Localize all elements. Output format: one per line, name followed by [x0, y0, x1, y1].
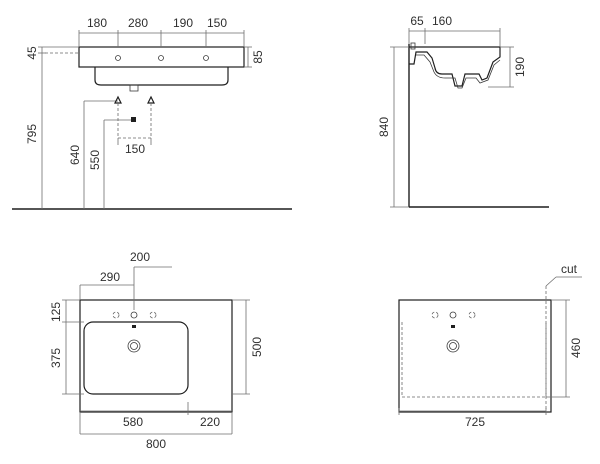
cut-drain-outer — [446, 339, 460, 353]
plan-right-dim: 500 — [250, 337, 264, 357]
plan-overflow — [132, 325, 136, 328]
side-view: 65 160 190 840 — [377, 14, 549, 208]
cut-label: cut — [561, 262, 578, 276]
plan-left-dim-1: 125 — [49, 302, 63, 322]
side-right-dim: 190 — [513, 57, 527, 77]
cut-overflow — [451, 325, 455, 328]
cut-bottom-dim: 725 — [465, 415, 485, 429]
plan-bottom-dim-2: 220 — [200, 415, 220, 429]
plan-tap-hole-right — [149, 311, 157, 319]
front-bottom-dim: 150 — [125, 142, 145, 156]
front-basin-bowl — [94, 67, 229, 86]
front-connection-box — [117, 103, 152, 139]
front-supply-dim: 640 — [68, 145, 82, 165]
plan-total-width: 800 — [146, 437, 166, 451]
front-top-dim-4: 150 — [207, 16, 227, 30]
plan-view: 200 290 125 375 500 580 220 800 — [49, 250, 264, 451]
front-right-dim: 85 — [251, 50, 265, 64]
cut-right-dim: 460 — [569, 338, 583, 358]
plan-drain-outer — [127, 339, 141, 353]
front-drain-point — [131, 117, 136, 122]
plan-bowl — [83, 321, 189, 395]
plan-tap-hole-center — [130, 311, 138, 319]
front-drain-dim: 550 — [88, 150, 102, 170]
front-tap-hole-center — [158, 55, 164, 61]
plan-drain-inner — [130, 342, 138, 350]
plan-top-dim-1: 200 — [130, 250, 150, 264]
side-top-dim-2: 160 — [432, 14, 452, 28]
front-tap-hole-left — [115, 55, 121, 61]
cut-tap-hole-right — [468, 311, 476, 319]
plan-top-dim-2: 290 — [100, 270, 120, 284]
cut-tap-hole-left — [431, 311, 439, 319]
front-top-dim-2: 280 — [128, 16, 148, 30]
plan-bottom-dim-1: 580 — [123, 415, 143, 429]
plan-left-dim-2: 375 — [49, 348, 63, 368]
cut-label-leader — [545, 276, 557, 287]
front-supply-valve-left — [114, 95, 122, 104]
plan-outline — [79, 299, 233, 413]
front-left-dim-45: 45 — [25, 46, 39, 60]
cut-drain-inner — [449, 342, 457, 350]
side-basin-inner — [416, 54, 501, 89]
side-top-dim-1: 65 — [410, 14, 424, 28]
front-basin-slab — [78, 46, 245, 68]
front-left-dim-795: 795 — [25, 124, 39, 144]
front-tap-hole-right — [203, 55, 209, 61]
front-drain-stub — [129, 84, 139, 92]
cut-tap-hole-center — [449, 311, 457, 319]
side-basin-section — [409, 46, 501, 87]
front-top-dim-1: 180 — [87, 16, 107, 30]
cut-view: cut 460 725 — [398, 262, 583, 429]
side-tap-mark — [410, 42, 416, 50]
cut-outline — [398, 299, 552, 413]
plan-tap-hole-left — [112, 311, 120, 319]
side-left-dim: 840 — [377, 117, 391, 137]
front-view: 180 280 190 150 85 45 795 640 550 150 — [12, 16, 292, 210]
front-supply-valve-right — [147, 95, 155, 104]
front-top-dim-3: 190 — [173, 16, 193, 30]
cut-bowl-dashed — [401, 322, 547, 398]
